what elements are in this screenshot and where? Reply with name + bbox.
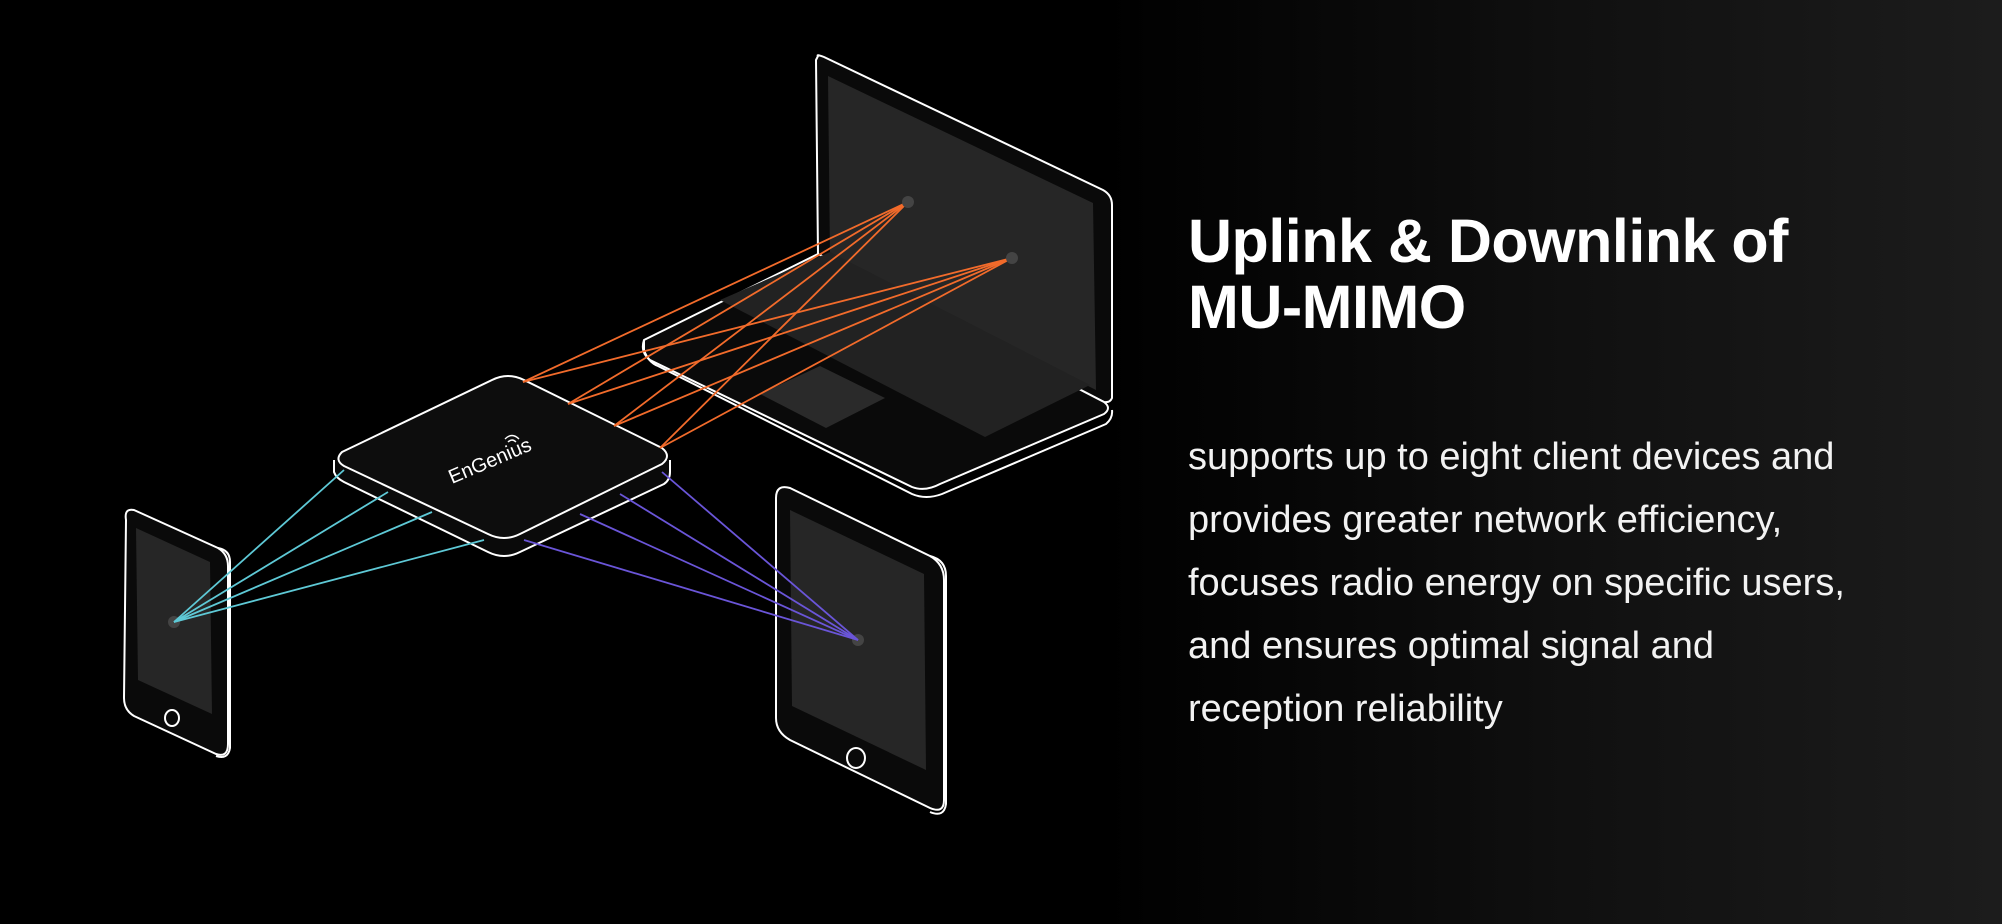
page-title-line-1: Uplink & Downlink of: [1188, 207, 1788, 275]
phone-signal-links: [173, 469, 485, 623]
laptop-base-edge: [643, 340, 1114, 498]
laptop-keyboard: [720, 252, 1090, 437]
access-point-illustration: EnGenius: [333, 375, 671, 557]
description-line: focuses radio energy on specific users,: [1188, 562, 1845, 604]
tablet-edge: [929, 555, 947, 815]
feature-description: supports up to eight client devices and …: [1188, 426, 1948, 741]
laptop-trackpad: [760, 366, 885, 428]
phone-illustration: [123, 508, 231, 758]
page-title: Uplink & Downlink of MU-MIMO: [1188, 208, 1948, 340]
laptop-illustration: [641, 54, 1114, 498]
page-title-line-2: MU-MIMO: [1188, 273, 1466, 341]
laptop-antenna-point-1: [902, 196, 914, 208]
description-line: and ensures optimal signal and: [1188, 625, 1715, 667]
wifi-icon: [504, 434, 520, 443]
description-line: provides greater network efficiency,: [1188, 499, 1783, 541]
phone-home-button: [164, 709, 180, 727]
tablet-home-button: [846, 747, 866, 769]
phone-edge: [215, 547, 231, 758]
mu-mimo-illustration: EnGenius: [123, 54, 1114, 815]
laptop-signal-links: [522, 201, 1013, 449]
description-line: reception reliability: [1188, 688, 1503, 730]
feature-description-panel: Uplink & Downlink of MU-MIMO supports up…: [1188, 208, 1948, 741]
tablet-illustration: [775, 486, 947, 815]
access-point-top: [337, 375, 668, 539]
tablet-signal-links: [523, 471, 859, 641]
description-line: supports up to eight client devices and: [1188, 436, 1835, 478]
laptop-antenna-point-2: [1006, 252, 1018, 264]
laptop-screen: [828, 76, 1096, 390]
